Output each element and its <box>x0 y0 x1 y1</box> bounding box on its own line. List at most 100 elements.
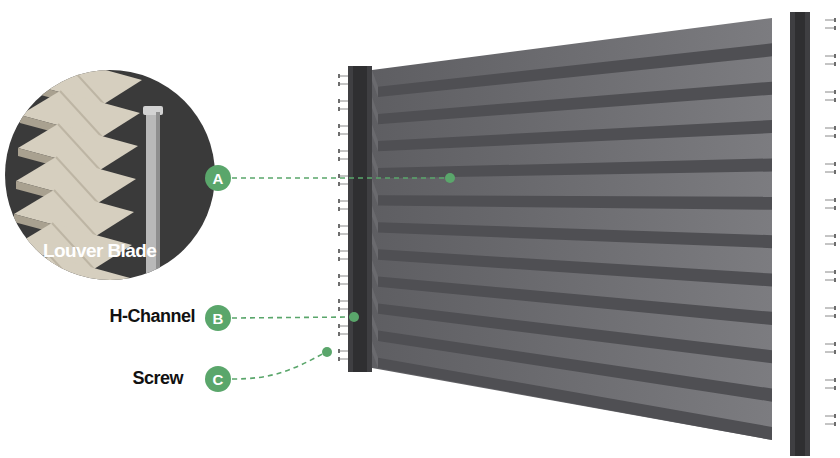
blade-shadow <box>378 195 772 210</box>
screw-shank <box>825 244 834 245</box>
blade-end <box>372 287 378 314</box>
screw-shank <box>340 326 349 327</box>
part-label: H-Channel <box>110 306 196 327</box>
screw-shank <box>340 334 349 335</box>
louver-blade-stack <box>8 58 142 343</box>
screw-shank <box>825 200 834 201</box>
screw-icon <box>825 386 836 390</box>
blade-end <box>372 178 378 205</box>
blade-end <box>372 341 378 368</box>
screw-icon <box>825 270 836 274</box>
screw-icon <box>338 332 349 336</box>
screw-head <box>834 350 836 354</box>
screw-shank <box>825 416 834 417</box>
h-channel-groove <box>795 12 805 456</box>
blade-end <box>372 97 378 124</box>
screw-head <box>338 274 340 278</box>
inset-detail-drawing <box>0 58 230 343</box>
screw-head <box>338 349 340 353</box>
screw-icon <box>338 149 349 153</box>
blade-end <box>372 151 378 178</box>
screw-icon <box>338 99 349 103</box>
screw-head <box>338 149 340 153</box>
screw-shank <box>340 284 349 285</box>
screw-shank <box>825 316 834 317</box>
blade-shadow <box>378 358 772 440</box>
screw-icon <box>825 242 836 246</box>
part-label: Screw <box>132 368 183 389</box>
screw-shank <box>825 164 834 165</box>
screw-icon <box>338 357 349 361</box>
screw-shank <box>340 201 349 202</box>
blade-shadow <box>378 222 772 248</box>
screw-shank <box>825 28 834 29</box>
screw-icon <box>825 134 836 138</box>
screw-head <box>834 98 836 102</box>
inset-post <box>146 112 160 302</box>
blade-shadow <box>378 158 772 178</box>
screw-icon <box>338 249 349 253</box>
screw-icon <box>338 274 349 278</box>
screw-head <box>834 414 836 418</box>
screw-icon <box>338 307 349 311</box>
screw-head <box>834 278 836 282</box>
screw-shank <box>825 64 834 65</box>
screw-icon <box>338 299 349 303</box>
screw-shank <box>340 259 349 260</box>
screw-icon <box>825 278 836 282</box>
screw-shank <box>825 136 834 137</box>
screw-shank <box>825 172 834 173</box>
screw-head <box>338 82 340 86</box>
screw-icon <box>338 74 349 78</box>
screw-icon <box>338 82 349 86</box>
screw-shank <box>825 20 834 21</box>
part-label: Louver Blade <box>43 240 156 262</box>
screw-icon <box>825 170 836 174</box>
screw-icon <box>825 90 836 94</box>
screw-head <box>834 62 836 66</box>
screw-icon <box>825 98 836 102</box>
screw-icon <box>825 234 836 238</box>
screw-head <box>338 357 340 361</box>
screw-icon <box>825 350 836 354</box>
blade-end <box>372 124 378 151</box>
screw-icon <box>338 132 349 136</box>
h-channel-groove <box>353 66 367 372</box>
panel-face <box>372 18 772 440</box>
screw-head <box>338 332 340 336</box>
screw-shank <box>340 101 349 102</box>
callout-badge: B <box>205 305 231 331</box>
screw-head <box>834 242 836 246</box>
screw-head <box>338 324 340 328</box>
screw-head <box>338 124 340 128</box>
louver-blade-fold <box>48 289 90 335</box>
screw-head <box>338 282 340 286</box>
screw-head <box>834 306 836 310</box>
screw-shank <box>825 208 834 209</box>
screw-head <box>834 90 836 94</box>
screw-head <box>834 170 836 174</box>
screw-shank <box>825 272 834 273</box>
screw-head <box>834 126 836 130</box>
leader-dot <box>322 347 332 357</box>
louver-blade-fold <box>50 256 92 302</box>
leader-dot <box>349 312 359 322</box>
blade-end <box>372 314 378 341</box>
screw-column <box>338 74 349 361</box>
leader-dot <box>445 173 455 183</box>
leader-lines <box>232 178 448 379</box>
screw-shank <box>340 301 349 302</box>
screw-icon <box>825 414 836 418</box>
screw-head <box>338 249 340 253</box>
blade-shadow <box>378 249 772 286</box>
screw-head <box>338 132 340 136</box>
screw-head <box>834 134 836 138</box>
screw-head <box>834 54 836 58</box>
screw-icon <box>825 378 836 382</box>
screw-shank <box>340 151 349 152</box>
screw-head <box>834 342 836 346</box>
callout-letter: C <box>213 372 224 387</box>
screw-head <box>834 386 836 390</box>
